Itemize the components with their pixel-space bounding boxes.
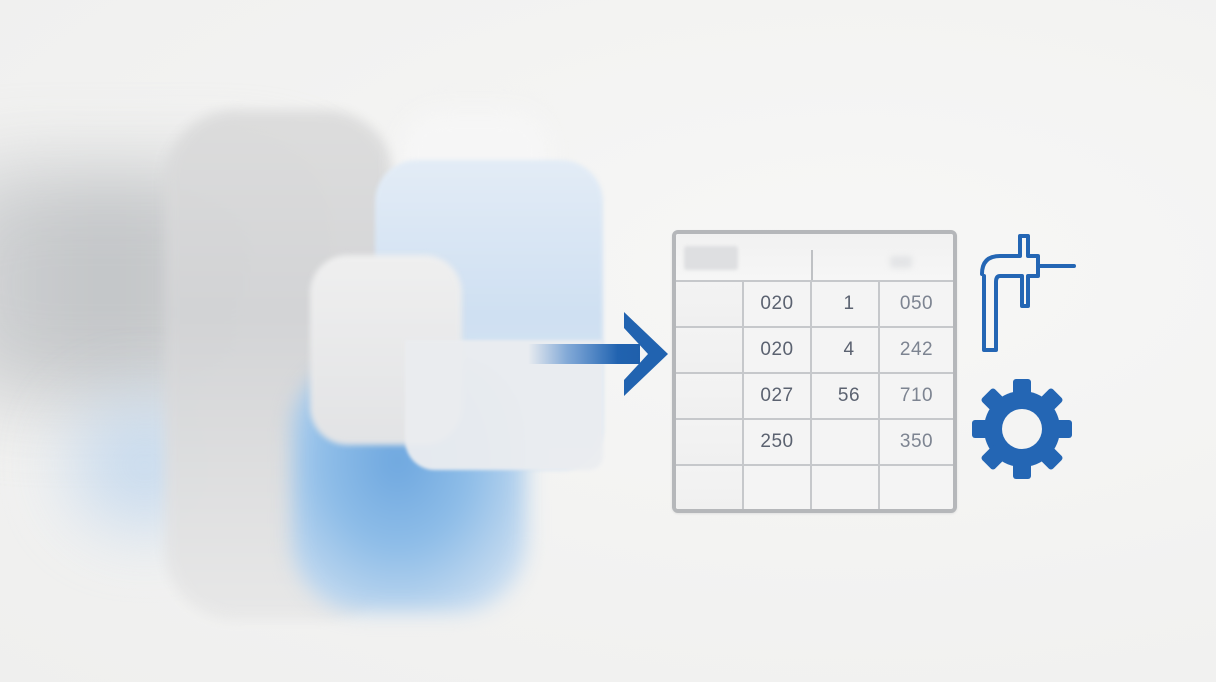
table-cell: 027 <box>744 374 812 420</box>
table-header <box>676 234 953 280</box>
table-cell: 250 <box>744 420 812 466</box>
table-cell: 020 <box>744 282 812 328</box>
table-cell: 710 <box>880 374 953 420</box>
pipe-tool-icon <box>980 234 1076 352</box>
table-cell <box>676 466 744 509</box>
table-cell: 242 <box>880 328 953 374</box>
table-cell <box>676 328 744 374</box>
header-placeholder <box>890 256 912 268</box>
gear-icon <box>972 379 1072 479</box>
table-cell <box>812 420 880 466</box>
arrow-right-icon <box>528 312 668 396</box>
table-cell: 4 <box>812 328 880 374</box>
table-cell: 350 <box>880 420 953 466</box>
table-cell <box>812 466 880 509</box>
table-grid: 020 1 050 020 4 242 027 56 710 250 350 <box>676 280 953 509</box>
table-cell <box>676 374 744 420</box>
table-cell <box>676 420 744 466</box>
header-divider <box>811 250 813 280</box>
table-cell <box>880 466 953 509</box>
table-cell <box>676 282 744 328</box>
header-placeholder <box>684 246 738 270</box>
table-cell: 050 <box>880 282 953 328</box>
table-cell: 020 <box>744 328 812 374</box>
table-cell <box>744 466 812 509</box>
table-cell: 56 <box>812 374 880 420</box>
data-table: 020 1 050 020 4 242 027 56 710 250 350 <box>672 230 957 513</box>
table-cell: 1 <box>812 282 880 328</box>
